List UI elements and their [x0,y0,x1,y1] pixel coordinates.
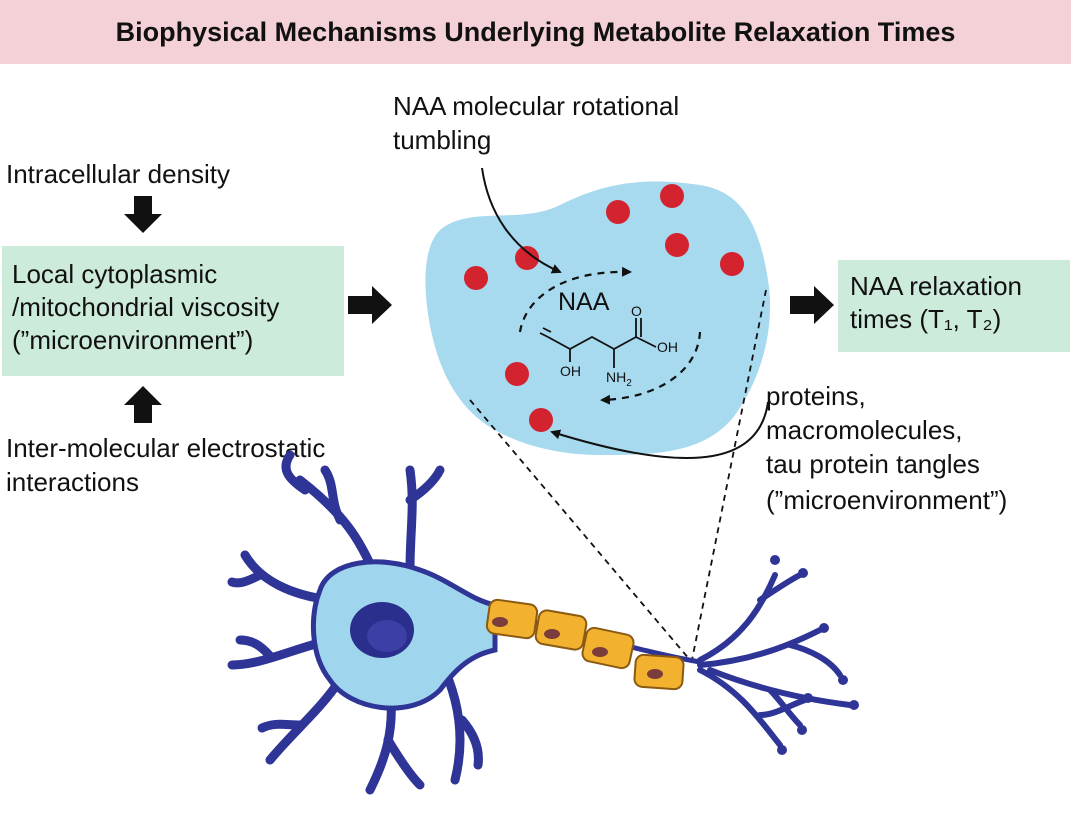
rotation-arrow-bottom [600,331,702,405]
naa-molecule-structure [539,318,657,368]
particle [529,408,553,432]
tumbling-label-line-1: NAA molecular rotational [393,91,680,121]
viscosity-box: Local cytoplasmic /mitochondrial viscosi… [2,246,344,376]
down-arrow-icon [124,196,162,233]
tumbling-callout-arrow [481,167,562,274]
proteins-label-line-3: tau protein tangles [766,449,980,479]
title-bar: Biophysical Mechanisms Underlying Metabo… [0,0,1071,64]
particle [720,252,744,276]
atom-o: O [631,303,642,319]
up-arrow-icon [124,386,162,423]
myelin-sheaths [485,598,685,691]
zoom-line-right [691,289,767,661]
electrostatic-label-line-1: Inter-molecular electrostatic [6,433,326,463]
myelin-nuclei [492,617,663,679]
proteins-callout-arrow [550,401,769,459]
relaxation-box: NAA relaxation times (T₁, T₂) [838,260,1070,352]
particle [515,246,539,270]
rotation-arrow-top [518,266,632,333]
electrostatic-label-line-2: interactions [6,467,139,497]
atom-oh-right: OH [657,339,678,355]
neuron-nucleolus [367,620,407,652]
naa-molecule-label: NAA [558,288,610,316]
particle [464,266,488,290]
viscosity-line-3: (”microenvironment”) [12,325,254,355]
cell-blob [425,181,771,455]
relaxation-line-2: times (T₁, T₂) [850,304,1002,334]
zoom-line-left [469,399,691,661]
viscosity-line-2: /mitochondrial viscosity [12,292,280,322]
tumbling-label-line-2: tumbling [393,125,492,155]
right-arrow-icon-right [790,286,834,324]
particle [505,362,529,386]
proteins-label-line-1: proteins, [766,381,866,411]
viscosity-line-1: Local cytoplasmic [12,259,218,289]
proteins-label-line-4: (”microenvironment”) [766,485,1008,515]
intracellular-density-label: Intracellular density [6,159,230,189]
atom-nh2: NH2 [606,369,632,389]
particle [606,200,630,224]
relaxation-line-1: NAA relaxation [850,271,1022,301]
particle [665,233,689,257]
atom-oh-left: OH [560,363,581,379]
proteins-label-line-2: macromolecules, [766,415,963,445]
figure-title: Biophysical Mechanisms Underlying Metabo… [115,16,956,47]
particle [660,184,684,208]
right-arrow-icon-left [348,286,392,324]
